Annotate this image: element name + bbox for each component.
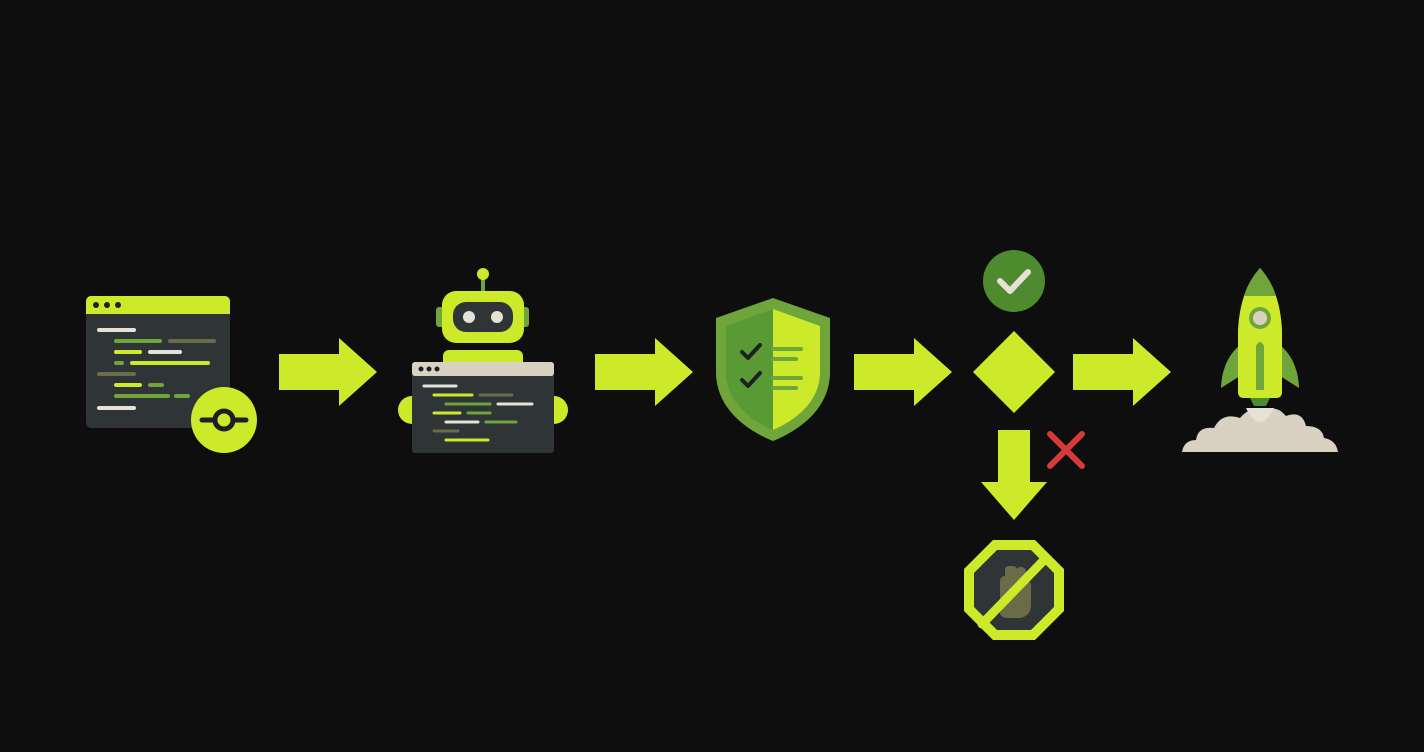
check-circle-icon xyxy=(983,250,1045,312)
rocket-launch-icon xyxy=(1182,268,1338,452)
red-x-icon xyxy=(1047,431,1085,469)
commit-badge-icon xyxy=(191,387,257,453)
smoke-cloud xyxy=(1182,408,1338,452)
shield-checklist-icon xyxy=(716,298,830,441)
arrow-right-3 xyxy=(854,338,952,406)
arrow-right-1 xyxy=(279,338,377,406)
arrow-right-2 xyxy=(595,338,693,406)
stop-hand-octagon-icon xyxy=(964,540,1064,640)
git-commit-code-window-icon xyxy=(86,296,257,453)
arrow-down-reject xyxy=(981,430,1047,520)
arrow-right-4 xyxy=(1073,338,1171,406)
robot-code-review-icon xyxy=(398,268,568,453)
decision-diamond-icon xyxy=(973,331,1055,413)
